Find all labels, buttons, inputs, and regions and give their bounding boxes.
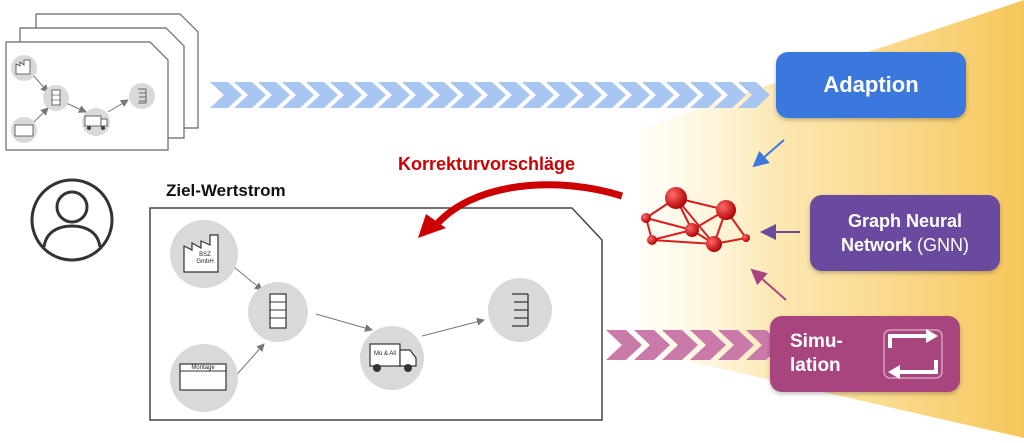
network-graph-icon [641, 187, 750, 252]
truck-node-label: Mo & All [373, 351, 396, 357]
correction-suggestions-label: Korrekturvorschläge [398, 154, 576, 174]
truck-node [360, 326, 424, 390]
gnn-box: Graph Neural Network (GNN) [810, 195, 1000, 271]
source-documents [5, 13, 199, 151]
factory-text-top: BSZ [199, 252, 211, 258]
blue-chevron-arrows [210, 82, 770, 108]
target-document [149, 207, 603, 421]
correction-arrow-head [418, 214, 446, 238]
simulation-to-network-arrow [750, 268, 787, 301]
supermarket-node [488, 278, 552, 342]
gnn-line1: Graph Neural [847, 211, 963, 231]
factory-node [170, 220, 238, 288]
user-icon [30, 178, 114, 262]
factory-node-label: BSZ GmbH [190, 252, 220, 266]
gnn-line2-bold: Network [840, 235, 912, 255]
assembly-node-label: Montage [191, 365, 215, 371]
mini-supermarket-node [129, 83, 155, 109]
simulation-box: Simu- lation [770, 316, 960, 392]
pink-chevron-arrows [606, 330, 782, 360]
target-value-stream-title: Ziel-Wertstrom [166, 181, 286, 200]
assembly-node [170, 344, 238, 412]
gnn-line2: Network (GNN) [841, 233, 969, 257]
gnn-line2-rest: (GNN) [912, 235, 969, 255]
adaption-to-network-arrow [752, 139, 785, 168]
simulation-line2: lation [790, 355, 841, 376]
mini-vsm [11, 55, 155, 143]
simulation-line1: Simu- [790, 331, 843, 352]
adaption-label: Adaption [823, 72, 919, 97]
factory-text-bottom: GmbH [196, 259, 214, 265]
inventory-node [248, 282, 308, 342]
correction-arrow [429, 181, 624, 233]
adaption-box: Adaption [776, 52, 966, 118]
refresh-cycle-icon [883, 329, 943, 379]
simulation-label: Simu- lation [790, 330, 843, 378]
